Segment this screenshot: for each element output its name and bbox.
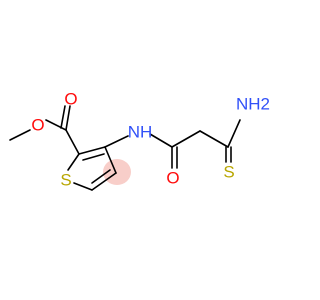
bonds [9,105,241,191]
atom-nh-amide: NH [128,123,153,142]
atom-nh2-thioamide: NH2 [236,95,270,114]
bond-carbonyl-c-o-double-b [60,105,66,129]
bond-c2-c3 [78,146,106,155]
bond-methyl-o [9,129,31,141]
bond-carbonyl-c-o-double-a [65,105,71,131]
atom-s-thioamide: S [223,163,234,182]
aromatic-highlight [103,159,131,185]
atom-labels: O O NH O NH2 S S [31,90,270,190]
bond-c2-c3-inner [82,153,105,161]
bond-ch2-cs [199,130,229,148]
bond-o-carbonyl-c [45,119,67,131]
bond-cs-n [227,119,241,148]
bond-c4-c5 [91,172,117,191]
bond-c4-c5-inner [91,169,111,184]
atom-s-thiophene: S [60,171,71,190]
bond-amide-c-ch2 [171,130,201,148]
bond-c3-n [104,135,129,148]
bond-n-amide-c [149,133,173,148]
molecule-structure: O O NH O NH2 S S [9,90,270,191]
atom-o-amide: O [166,169,179,188]
bond-ester-c-ring [65,129,80,155]
bond-s-c2 [67,153,80,171]
atom-o-ester-ether: O [31,116,44,135]
bond-c5-s [73,182,93,191]
atom-o-ester-carbonyl: O [64,90,77,109]
bond-c3-c4 [104,146,117,174]
